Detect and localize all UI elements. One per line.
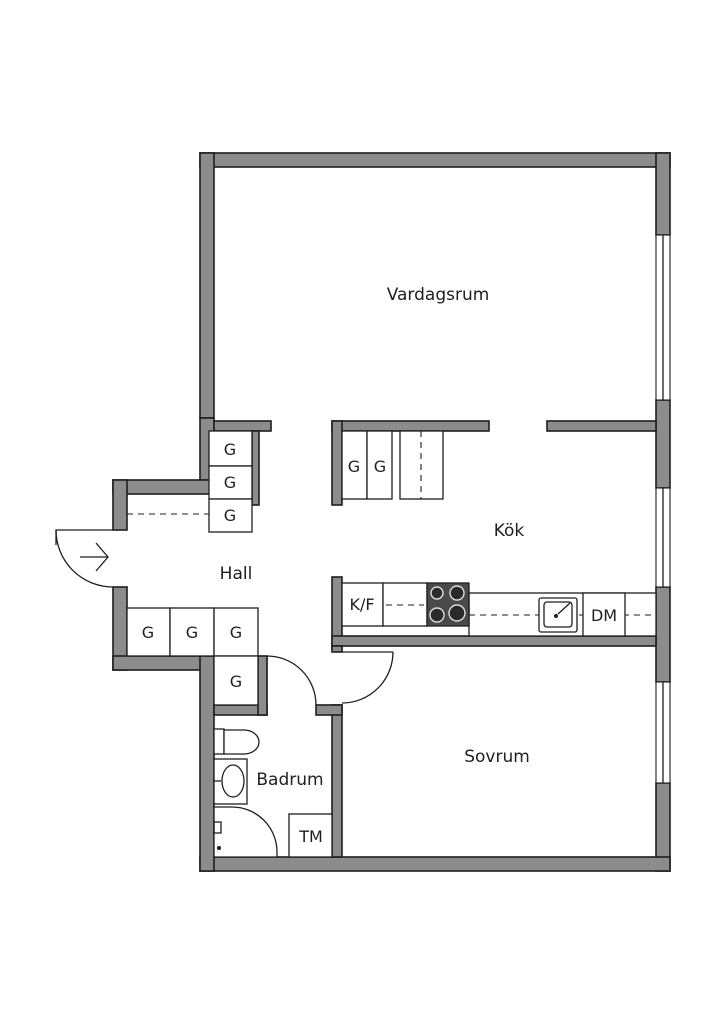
wardrobe-label: G	[186, 623, 198, 642]
stove-icon	[426, 582, 470, 627]
kitchen-wardrobes	[341, 430, 444, 500]
wardrobe-label: G	[348, 457, 360, 476]
wardrobe-label: G	[374, 457, 386, 476]
wardrobe-label: G	[230, 623, 242, 642]
dishwasher-label: DM	[591, 606, 617, 625]
bathroom-door[interactable]	[266, 655, 317, 706]
entrance-door[interactable]	[55, 529, 114, 588]
fridge-freezer-label: K/F	[349, 595, 374, 614]
room-label-kok: Kök	[494, 521, 525, 541]
toilet-icon	[213, 728, 260, 755]
windows	[655, 234, 671, 784]
washbasin-icon	[213, 758, 248, 805]
washing-machine	[288, 813, 333, 858]
wardrobe-label: G	[230, 672, 242, 691]
hall-wardrobes	[126, 430, 259, 706]
doors	[55, 529, 394, 706]
wardrobe-label: G	[224, 506, 236, 525]
wardrobe-label: G	[224, 473, 236, 492]
walls	[112, 152, 671, 872]
shower-icon	[213, 806, 278, 858]
wardrobe-label: G	[142, 623, 154, 642]
bedroom-door[interactable]	[341, 651, 394, 704]
entrance-arrow-icon	[80, 542, 109, 572]
wardrobe-label: G	[224, 440, 236, 459]
room-label-vardagsrum: Vardagsrum	[387, 285, 490, 305]
room-label-sovrum: Sovrum	[464, 747, 530, 767]
room-label-hall: Hall	[220, 564, 253, 584]
kitchen-sink-icon	[538, 597, 578, 633]
room-label-badrum: Badrum	[256, 770, 323, 790]
washing-machine-label: TM	[298, 827, 323, 846]
